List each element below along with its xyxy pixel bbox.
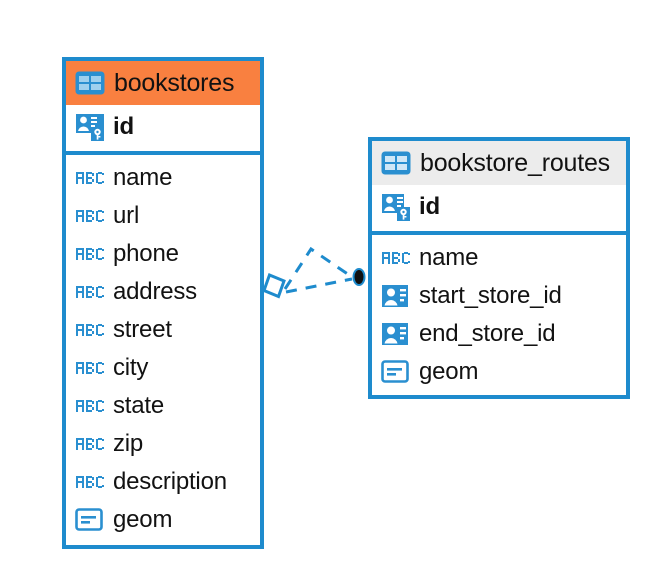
- abc-text-icon: [75, 246, 105, 262]
- field-row[interactable]: start_store_id: [372, 277, 626, 315]
- abc-text-icon: [75, 208, 105, 224]
- geometry-icon: [75, 507, 105, 533]
- abc-text-icon: [75, 322, 105, 338]
- field-label: phone: [113, 240, 179, 267]
- field-label: name: [113, 164, 173, 191]
- primary-key-icon: [75, 112, 105, 142]
- field-label: description: [113, 468, 227, 495]
- geometry-icon: [381, 359, 411, 385]
- field-row[interactable]: name: [372, 239, 626, 277]
- field-row[interactable]: address: [66, 273, 260, 311]
- field-row-pk[interactable]: id: [372, 188, 626, 226]
- abc-text-icon: [75, 284, 105, 300]
- abc-text-icon: [75, 398, 105, 414]
- field-row[interactable]: description: [66, 463, 260, 501]
- field-label: zip: [113, 430, 144, 457]
- field-label: id: [113, 113, 134, 140]
- abc-text-icon: [381, 250, 411, 266]
- field-row[interactable]: end_store_id: [372, 315, 626, 353]
- field-label: end_store_id: [419, 320, 556, 347]
- entity-title: bookstore_routes: [420, 148, 610, 177]
- entity-header-bookstore-routes[interactable]: bookstore_routes: [372, 141, 626, 185]
- field-label: geom: [419, 358, 479, 385]
- field-label: street: [113, 316, 172, 343]
- field-row[interactable]: phone: [66, 235, 260, 273]
- relationship-line-upper: [283, 246, 353, 290]
- field-row-pk[interactable]: id: [66, 108, 260, 146]
- primary-key-section: id: [66, 105, 260, 155]
- table-icon: [75, 71, 105, 95]
- field-label: geom: [113, 506, 173, 533]
- abc-text-icon: [75, 170, 105, 186]
- field-label: state: [113, 392, 165, 419]
- primary-key-section: id: [372, 185, 626, 235]
- entity-bookstore-routes[interactable]: bookstore_routes: [368, 137, 630, 399]
- entity-bookstores[interactable]: bookstores: [62, 57, 264, 549]
- entity-title: bookstores: [114, 68, 235, 97]
- relationship-line-lower: [285, 277, 353, 294]
- field-row[interactable]: geom: [372, 353, 626, 391]
- field-label: name: [419, 244, 479, 271]
- abc-text-icon: [75, 436, 105, 452]
- field-label: city: [113, 354, 149, 381]
- field-label: id: [419, 193, 440, 220]
- table-icon: [381, 151, 411, 175]
- field-row[interactable]: street: [66, 311, 260, 349]
- field-label: address: [113, 278, 197, 305]
- field-section: name: [66, 155, 260, 545]
- field-row[interactable]: url: [66, 197, 260, 235]
- field-row[interactable]: name: [66, 159, 260, 197]
- abc-text-icon: [75, 360, 105, 376]
- field-row[interactable]: state: [66, 387, 260, 425]
- foreign-key-icon: [381, 283, 411, 309]
- primary-key-icon: [381, 192, 411, 222]
- relationship-source-diamond-icon[interactable]: [262, 273, 286, 299]
- relationship-target-dot-icon[interactable]: [352, 268, 366, 286]
- foreign-key-icon: [381, 321, 411, 347]
- abc-text-icon: [75, 474, 105, 490]
- entity-header-bookstores[interactable]: bookstores: [66, 61, 260, 105]
- field-section: name start_store_id: [372, 235, 626, 397]
- field-row[interactable]: city: [66, 349, 260, 387]
- field-label: url: [113, 202, 140, 229]
- field-label: start_store_id: [419, 282, 562, 309]
- field-row[interactable]: zip: [66, 425, 260, 463]
- field-row[interactable]: geom: [66, 501, 260, 539]
